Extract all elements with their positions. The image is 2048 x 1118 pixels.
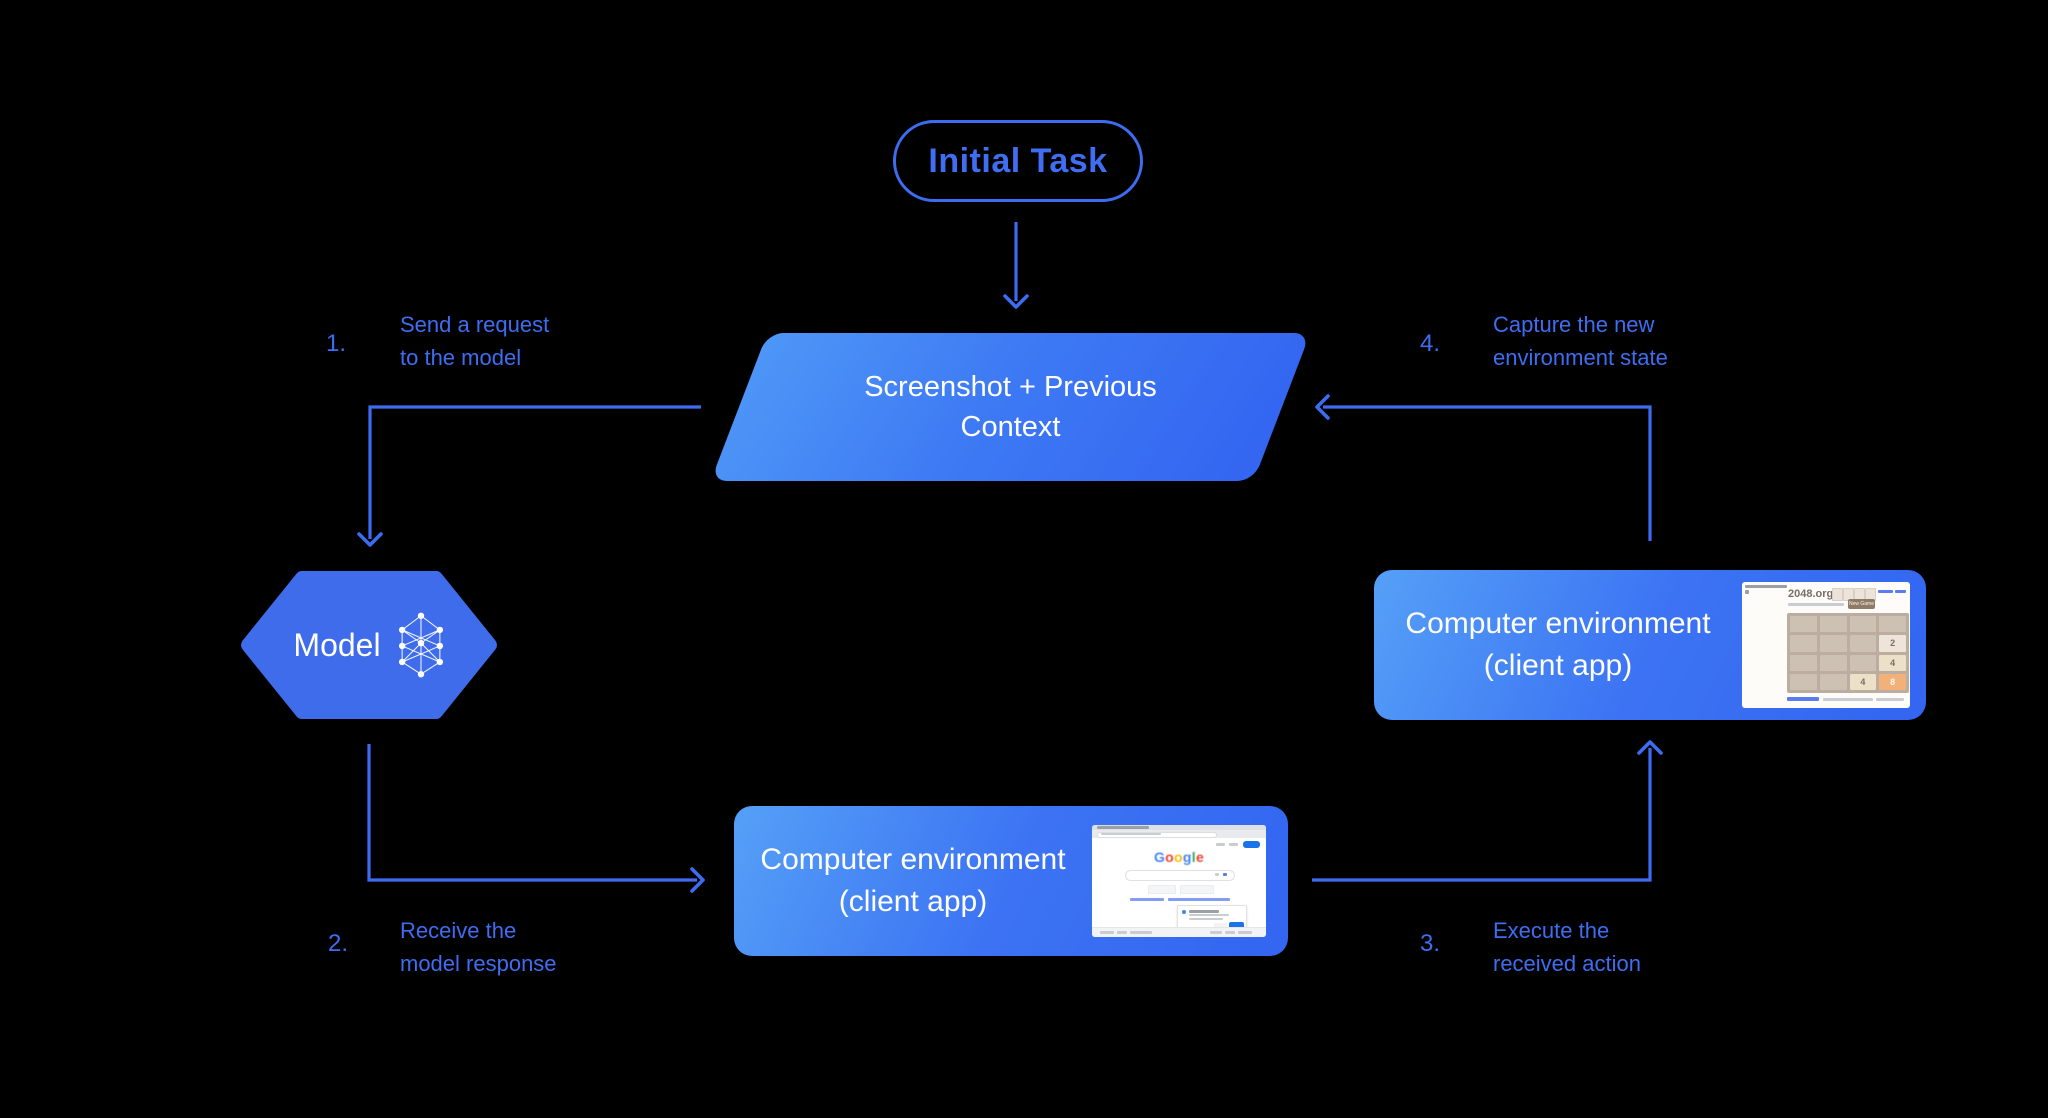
dialog-icon	[1182, 910, 1186, 914]
dialog-secondary-button	[1214, 923, 1227, 929]
step-2-number: 2.	[328, 930, 349, 957]
screenshot-context-line1: Screenshot + Previous	[864, 371, 1157, 403]
google-logo: Google	[1153, 849, 1205, 865]
arrow-env-to-env2	[1312, 740, 1663, 882]
initial-task-node: Initial Task	[893, 120, 1143, 202]
game-site-title: 2048.org	[1788, 588, 1834, 600]
step-1-number: 1.	[326, 330, 347, 357]
env1-line2: (client app)	[838, 885, 988, 918]
page-footer	[1092, 927, 1266, 937]
google-page-thumbnail: Google	[1092, 825, 1266, 937]
screenshot-context-line2: Context	[960, 411, 1061, 443]
computer-environment-node-2: Computer environment (client app) 2048.o…	[1374, 570, 1926, 720]
search-button	[1148, 885, 1176, 894]
model-label: Model	[293, 626, 381, 663]
arrow-screenshot-to-model	[357, 405, 701, 547]
env1-line1: Computer environment	[760, 843, 1066, 876]
signin-button	[1243, 841, 1260, 848]
neural-network-icon	[398, 612, 443, 678]
score-box	[1832, 588, 1843, 601]
computer-environment-node-1: Computer environment (client app) Google	[734, 806, 1288, 956]
game-2048-thumbnail: 2048.org New Game 2 4 4 8	[1742, 582, 1910, 708]
arrow-initial-to-screenshot	[1003, 222, 1029, 309]
tile-4: 4	[1879, 654, 1906, 671]
hexagon-shape	[241, 571, 497, 719]
screenshot-context-node: Screenshot + Previous Context	[710, 333, 1311, 481]
step-4-number: 4.	[1420, 330, 1441, 357]
tile-4: 4	[1849, 673, 1877, 690]
initial-task-label: Initial Task	[928, 141, 1108, 180]
model-node: Model	[238, 568, 500, 722]
arrow-env2-to-screenshot	[1315, 394, 1652, 541]
tile-8: 8	[1879, 673, 1906, 690]
tile-2: 2	[1879, 635, 1906, 652]
step-3-number: 3.	[1420, 930, 1441, 957]
dialog-primary-button	[1229, 922, 1244, 929]
browser-chrome	[1092, 825, 1266, 838]
lucky-button	[1180, 885, 1214, 894]
search-box	[1125, 870, 1235, 881]
new-game-button: New Game	[1848, 599, 1875, 609]
arrow-model-to-env	[367, 744, 705, 893]
game-grid: 2 4 4 8	[1787, 613, 1909, 693]
env2-line2: (client app)	[1483, 649, 1633, 682]
env2-line1: Computer environment	[1405, 607, 1711, 640]
